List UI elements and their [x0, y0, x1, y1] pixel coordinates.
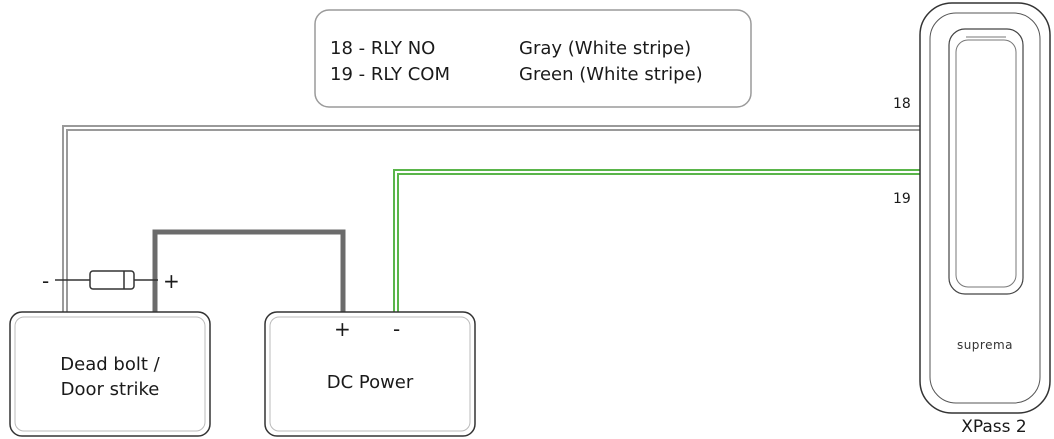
diode-body — [89, 270, 135, 290]
gray-wire-18 — [62, 125, 930, 312]
deadbolt-box: Dead bolt / Door strike — [9, 311, 211, 437]
dc-power-box: DC Power — [264, 311, 476, 437]
xpass2-device: suprema — [919, 2, 1051, 414]
deadbolt-label-line1: Dead bolt / — [60, 354, 160, 375]
deadbolt-label-line2: Door strike — [61, 379, 160, 400]
pin-18-label: 18 — [893, 96, 911, 112]
dc-power-minus-sign: - — [393, 317, 400, 341]
legend-pin-18: 18 - RLY NO — [330, 38, 435, 59]
green-wire-19 — [393, 169, 930, 312]
legend-box — [314, 9, 752, 108]
device-window-outer — [948, 28, 1024, 295]
diode — [55, 270, 158, 290]
dc-power-label: DC Power — [327, 372, 414, 393]
deadbolt-minus-sign: - — [42, 269, 49, 293]
device-outer-shell — [919, 2, 1051, 414]
device-name-label: XPass 2 — [961, 417, 1027, 437]
positive-wire — [152, 229, 346, 312]
legend-pin-19: 19 - RLY COM — [330, 64, 450, 85]
device-window-inner — [955, 39, 1017, 288]
legend-color-19: Green (White stripe) — [519, 64, 703, 85]
device-brand-logo: suprema — [957, 338, 1013, 352]
deadbolt-plus-sign: + — [163, 269, 180, 293]
device-inner-shell — [929, 12, 1041, 404]
wire-legend: 18 - RLY NO Gray (White stripe) 19 - RLY… — [314, 9, 752, 108]
pin-19-label: 19 — [893, 191, 911, 207]
legend-color-18: Gray (White stripe) — [519, 38, 691, 59]
dc-power-plus-sign: + — [334, 317, 351, 341]
